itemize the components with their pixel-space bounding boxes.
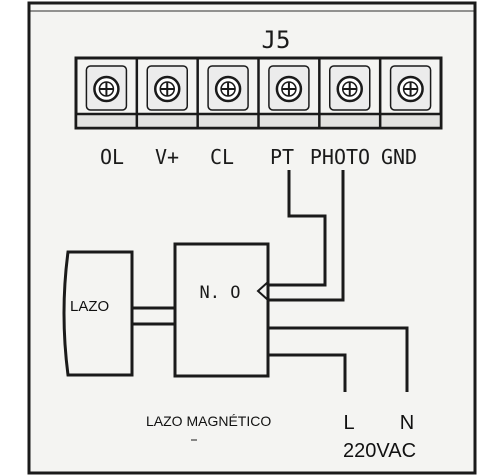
live-label: L [343, 412, 354, 434]
voltage-label: 220VAC [343, 440, 416, 462]
wire-neutral [268, 326, 409, 392]
loop-label: LAZO [70, 298, 109, 315]
loop-box [62, 250, 134, 377]
signal-wires [268, 170, 345, 302]
terminal-label: PHOTO [310, 145, 370, 169]
terminal-label: GND [381, 145, 417, 169]
terminal-label: PT [270, 145, 294, 169]
wire-photo [268, 170, 345, 302]
relay-contact-label: N. O [200, 283, 241, 303]
loop-wires [132, 306, 175, 326]
power-wires [268, 326, 409, 392]
wire-live [268, 353, 347, 392]
terminal-label: V+ [155, 145, 179, 169]
terminal-block [74, 56, 443, 130]
terminal-labels: OL V+ CL PT PHOTO GND [100, 145, 417, 169]
relay-contact-symbol [256, 281, 269, 301]
terminal-label: CL [210, 145, 234, 169]
terminal-label: OL [100, 145, 124, 169]
relay-box [173, 242, 270, 378]
connector-label: J5 [262, 26, 291, 54]
wire-pt [268, 170, 327, 287]
loop-caption: LAZO MAGNÉTICO [146, 413, 271, 429]
neutral-label: N [400, 412, 414, 434]
